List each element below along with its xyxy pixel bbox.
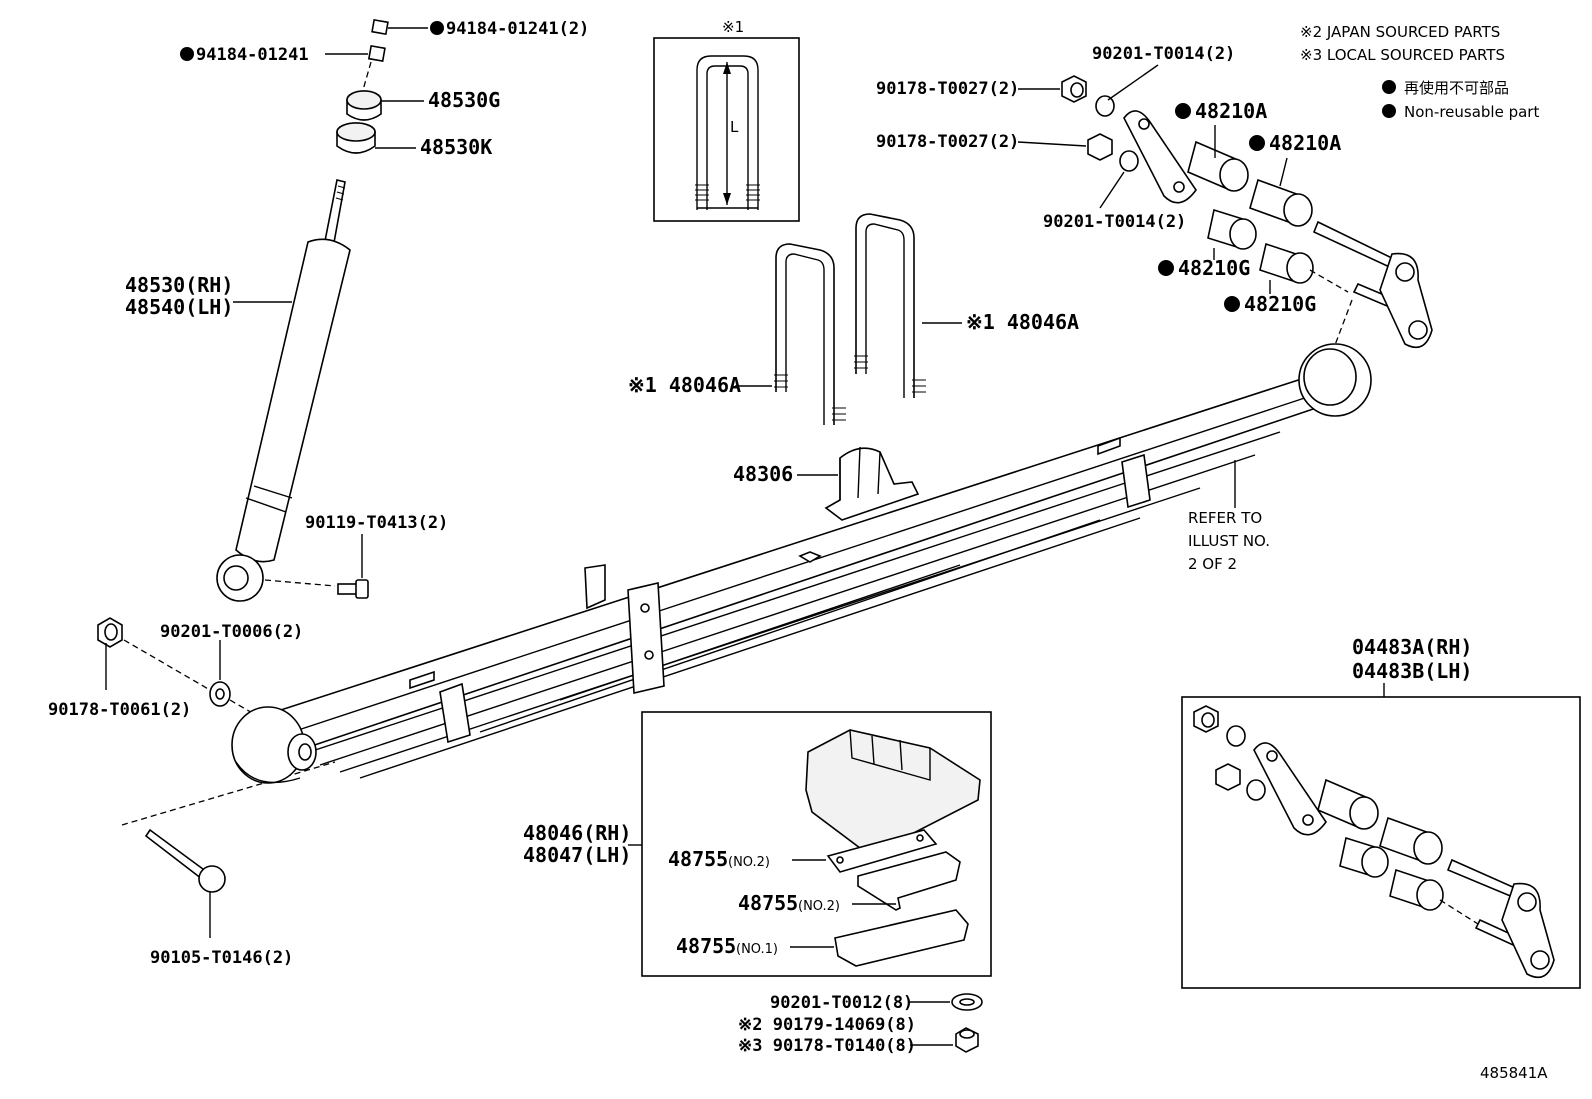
label-90201-t0006: 90201-T0006(2) (160, 622, 303, 642)
u-bolts (774, 213, 926, 425)
seat-detail-box (641, 711, 992, 977)
dimension-label: L (730, 118, 739, 136)
label-48755-2: 48755 (738, 891, 798, 915)
filled-circle-icon (1175, 103, 1191, 119)
label-94184-01241: 94184-01241 (196, 45, 309, 65)
label-48210g-2: 48210G (1244, 292, 1316, 316)
front-eye-hardware (97, 617, 336, 938)
filled-circle-icon (1224, 296, 1240, 312)
label-48540-lh: 48540(LH) (125, 295, 233, 319)
label-90201-t0014-top: 90201-T0014(2) (1092, 44, 1235, 64)
label-04483a-rh: 04483A(RH) (1352, 635, 1472, 659)
label-48755-3: 48755 (676, 934, 736, 958)
note-48755-3: (NO.1) (736, 942, 778, 957)
shackle-assembly (1061, 75, 1433, 349)
refer-line-1: REFER TO (1188, 509, 1262, 527)
label-90201-t0012: 90201-T0012(8) (770, 993, 913, 1013)
note-local-sourced: ※3 LOCAL SOURCED PARTS (1300, 46, 1505, 64)
label-48210a-1: 48210A (1195, 99, 1267, 123)
spacer-48306 (824, 446, 920, 521)
label-90179-14069: ※2 90179-14069(8) (738, 1015, 916, 1035)
label-48530g: 48530G (428, 88, 500, 112)
shackle-kit (1193, 705, 1555, 979)
label-90201-t0014-bottom: 90201-T0014(2) (1043, 212, 1186, 232)
shackle-kit-box (1181, 696, 1581, 989)
label-48046a-right: ※1 48046A (966, 310, 1079, 334)
label-48530k: 48530K (420, 135, 492, 159)
filled-circle-icon (180, 47, 194, 61)
label-90178-t0061: 90178-T0061(2) (48, 700, 191, 720)
label-04483b-lh: 04483B(LH) (1352, 659, 1472, 683)
filled-circle-icon (1382, 104, 1396, 118)
note-48755-2: (NO.2) (798, 899, 840, 914)
label-48306: 48306 (733, 462, 793, 486)
label-90178-t0027-b: 90178-T0027(2) (876, 132, 1019, 152)
refer-line-2: ILLUST NO. (1188, 532, 1270, 550)
note-48755-1: (NO.2) (728, 855, 770, 870)
label-90105-t0146: 90105-T0146(2) (150, 948, 293, 968)
label-90178-t0027-a: 90178-T0027(2) (876, 79, 1019, 99)
filled-circle-icon (430, 21, 444, 35)
label-94184-01241-2: 94184-01241(2) (446, 19, 589, 39)
illustration-number: 485841A (1480, 1064, 1548, 1082)
legend-japanese: 再使用不可部品 (1404, 79, 1509, 97)
legend-non-reusable: Non-reusable part (1404, 103, 1539, 121)
label-48755-1: 48755 (668, 847, 728, 871)
u-bolt-nut-hardware (951, 993, 983, 1053)
notes-panel: ※2 JAPAN SOURCED PARTS ※3 LOCAL SOURCED … (1300, 23, 1539, 121)
label-48210a-2: 48210A (1269, 131, 1341, 155)
label-48047-lh: 48047(LH) (523, 843, 631, 867)
note-japan-sourced: ※2 JAPAN SOURCED PARTS (1300, 23, 1500, 41)
label-48530-rh: 48530(RH) (125, 273, 233, 297)
label-48046-rh: 48046(RH) (523, 821, 631, 845)
bolt-90119 (337, 534, 369, 599)
leaf-spring (231, 343, 1372, 784)
label-90178-t0140: ※3 90178-T0140(8) (738, 1036, 916, 1056)
filled-circle-icon (1249, 135, 1265, 151)
shock-absorber (216, 18, 389, 602)
u-bolt-inset: ※1 L (653, 18, 800, 222)
refer-line-3: 2 OF 2 (1188, 555, 1237, 573)
label-90119-t0413: 90119-T0413(2) (305, 513, 448, 533)
seat-detail (805, 729, 981, 967)
label-48046a-left: ※1 48046A (628, 373, 741, 397)
inset-mark: ※1 (722, 18, 744, 36)
filled-circle-icon (1382, 80, 1396, 94)
filled-circle-icon (1158, 260, 1174, 276)
